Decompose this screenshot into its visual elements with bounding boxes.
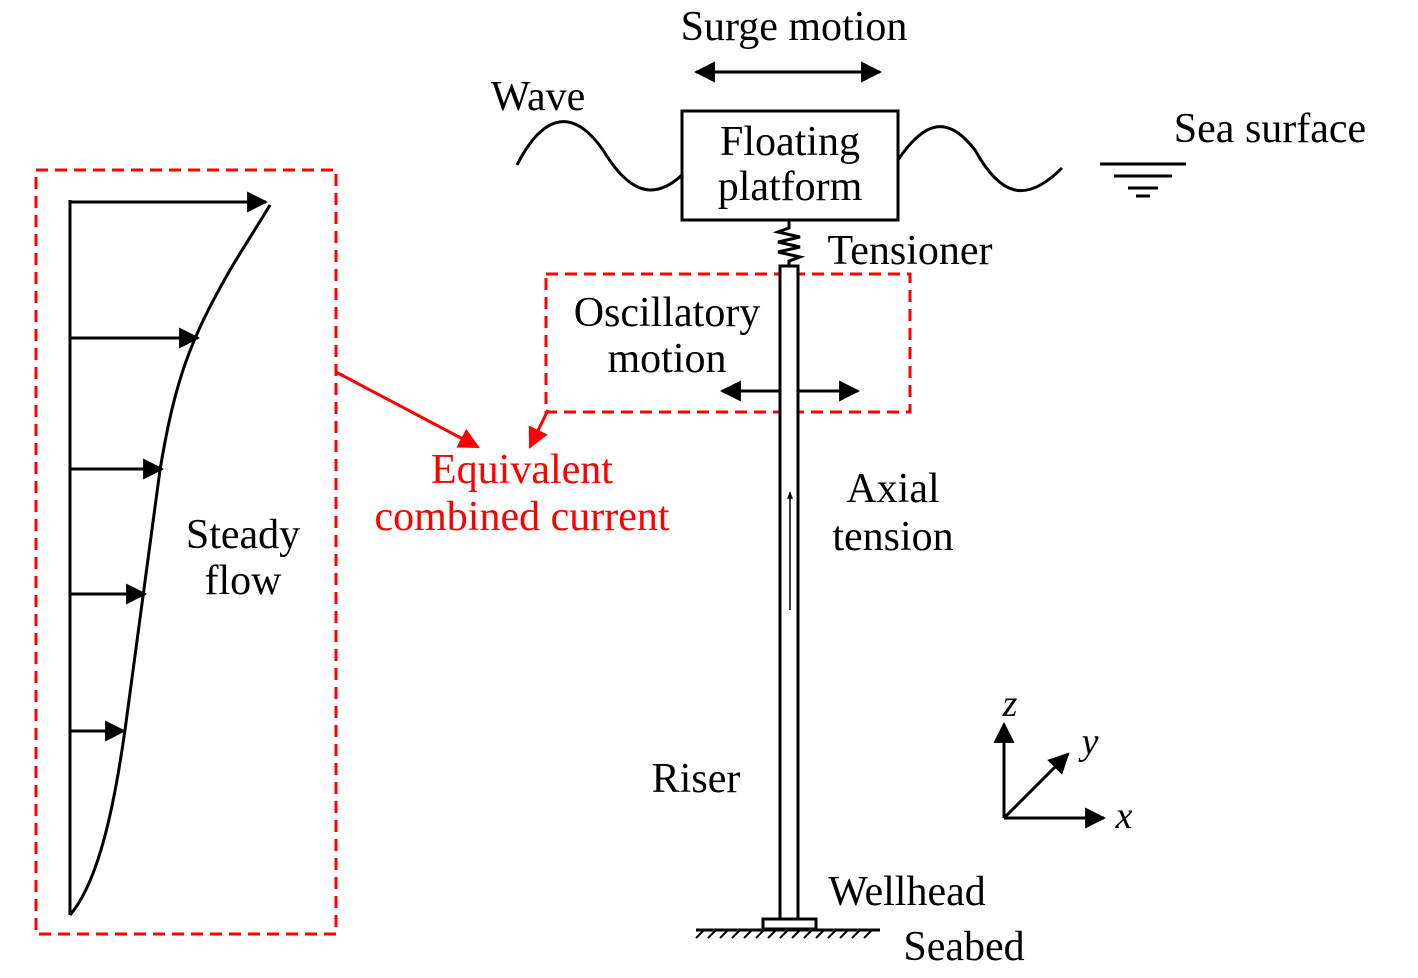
- surge-motion-label: Surge motion: [681, 4, 908, 50]
- axis-z-label: z: [1002, 683, 1018, 725]
- oscillatory-motion-label-2: motion: [607, 336, 726, 382]
- axis-y-label: y: [1078, 721, 1099, 763]
- equivalent-current-label-1: Equivalent: [431, 447, 613, 493]
- seabed-label: Seabed: [903, 924, 1024, 970]
- axis-x-label: x: [1115, 795, 1133, 837]
- riser: [778, 264, 800, 922]
- oscillatory-motion-label-1: Oscillatory: [574, 290, 761, 336]
- seabed-hatching: [695, 929, 873, 939]
- equivalent-arrow-left: [335, 370, 480, 449]
- floating-platform-label-2: platform: [718, 164, 863, 210]
- tensioner-spring: [772, 220, 806, 266]
- wave-curve-right: [896, 125, 1064, 193]
- tensioner-label: Tensioner: [827, 228, 992, 274]
- equivalent-arrow-right: [528, 409, 550, 449]
- floating-platform: [680, 109, 900, 222]
- axial-tension-label-1: Axial: [846, 466, 939, 512]
- wave-curve-left: [515, 120, 684, 192]
- oscillatory-motion-box: [544, 272, 912, 414]
- axial-tension-label-2: tension: [832, 514, 953, 560]
- floating-platform-label-1: Floating: [720, 119, 860, 165]
- sea-surface-label: Sea surface: [1174, 106, 1366, 152]
- steady-flow-label-2: flow: [205, 558, 283, 604]
- equivalent-current-label-2: combined current: [374, 494, 669, 540]
- axis-y-arrow: [1002, 752, 1070, 820]
- wellhead-label: Wellhead: [828, 869, 986, 915]
- riser-label: Riser: [652, 756, 741, 802]
- wave-label: Wave: [491, 74, 586, 120]
- flow-profile-curve: [68, 204, 272, 916]
- steady-flow-label-1: Steady: [186, 512, 300, 558]
- wellhead: [761, 917, 818, 931]
